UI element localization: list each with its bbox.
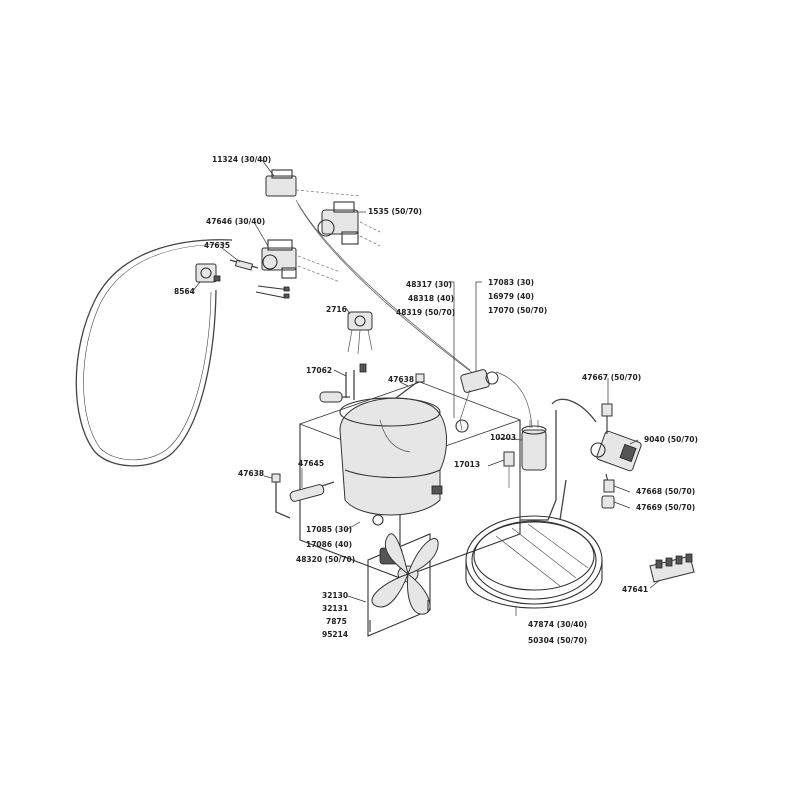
label-47638-lower: 47638 <box>238 469 264 478</box>
label-50304: 50304 (50/70) <box>528 636 587 645</box>
relay-17013 <box>503 451 515 488</box>
part-labels: 11324 (30/40) 1535 (50/70) 47646 (30/40)… <box>174 155 698 645</box>
fitting-47667 <box>601 403 613 434</box>
label-32130: 32130 <box>322 591 348 600</box>
pressure-switch-48317 <box>455 369 533 433</box>
cable-47635 <box>229 259 291 299</box>
tube-47638-lower <box>271 473 291 519</box>
label-17085: 17085 (30) <box>306 525 352 534</box>
capillary-47645 <box>289 481 335 502</box>
label-17070: 17070 (50/70) <box>488 306 547 315</box>
leader-lines <box>191 159 661 616</box>
solenoid-valve-11324 <box>265 169 361 197</box>
label-47667: 47667 (50/70) <box>582 373 641 382</box>
label-1535: 1535 (50/70) <box>368 207 422 216</box>
label-16979: 16979 (40) <box>488 292 534 301</box>
terminal-block-47641 <box>649 553 695 583</box>
label-32131: 32131 <box>322 604 348 613</box>
label-9040: 9040 (50/70) <box>644 435 698 444</box>
label-48318: 48318 (40) <box>408 294 454 303</box>
coil-2716 <box>347 311 373 355</box>
solenoid-valve-47646 <box>261 239 341 283</box>
valve-1535 <box>317 201 381 247</box>
label-47641: 47641 <box>622 585 648 594</box>
label-47646: 47646 (30/40) <box>206 217 265 226</box>
label-17062: 17062 <box>306 366 332 375</box>
label-10203: 10203 <box>490 433 516 442</box>
label-7875: 7875 <box>326 617 347 626</box>
valve-9040 <box>551 398 642 491</box>
label-8564: 8564 <box>174 287 195 296</box>
label-95214: 95214 <box>322 630 348 639</box>
label-2716: 2716 <box>326 305 347 314</box>
label-11324: 11324 (30/40) <box>212 155 271 164</box>
label-47638-upper: 47638 <box>388 375 414 384</box>
label-17086: 17086 (40) <box>306 540 352 549</box>
filter-drier-17062 <box>319 363 367 403</box>
label-47645: 47645 <box>298 459 324 468</box>
cable-loop <box>75 239 233 467</box>
label-47668: 47668 (50/70) <box>636 487 695 496</box>
thermostat-8564 <box>195 263 221 283</box>
label-48320: 48320 (50/70) <box>296 555 355 564</box>
label-47669: 47669 (50/70) <box>636 503 695 512</box>
label-47635: 47635 <box>204 241 230 250</box>
label-48317: 48317 (30) <box>406 280 452 289</box>
label-48319: 48319 (50/70) <box>396 308 455 317</box>
label-17083: 17083 (30) <box>488 278 534 287</box>
label-17013: 17013 <box>454 460 480 469</box>
fitting-47669 <box>601 495 615 509</box>
label-47874: 47874 (30/40) <box>528 620 587 629</box>
fitting-47668 <box>603 479 615 493</box>
fan-motor <box>367 533 439 637</box>
condenser-ring-47874 <box>465 410 603 609</box>
capacitor-10203 <box>521 420 547 471</box>
